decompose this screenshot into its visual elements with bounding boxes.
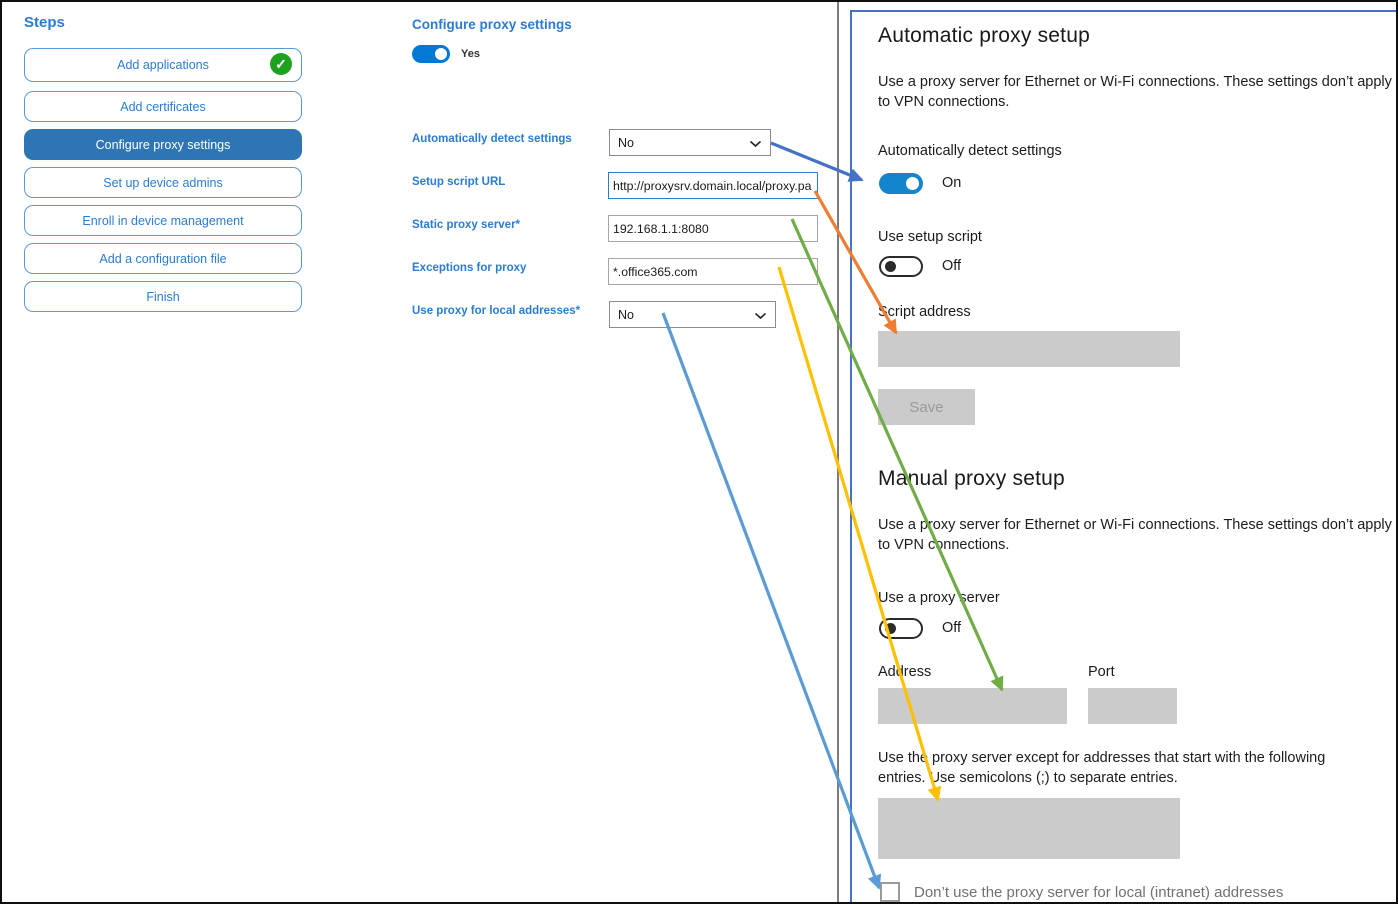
setup-script-toggle-state: Off [942, 258, 962, 274]
save-button: Save [878, 389, 975, 425]
proxy-server-toggle-state: Off [942, 620, 962, 636]
manual-proxy-description: Use a proxy server for Ethernet or Wi-Fi… [878, 517, 1392, 553]
step-configure-proxy-settings[interactable]: Configure proxy settings [24, 129, 302, 160]
port-label: Port [1088, 664, 1115, 680]
toggle-knob [885, 623, 896, 634]
use-setup-script-label: Use setup script [878, 229, 982, 245]
chevron-down-icon [750, 141, 761, 147]
local-addresses-label: Use proxy for local addresses* [412, 305, 581, 317]
steps-title: Steps [24, 14, 65, 31]
address-field [878, 688, 1067, 724]
local-intranet-checkbox [880, 882, 900, 902]
configure-proxy-toggle-state: Yes [461, 48, 480, 60]
auto-detect-settings-label: Automatically detect settings [878, 143, 1062, 159]
step-set-up-device-admins[interactable]: Set up device admins [24, 167, 302, 198]
chevron-down-icon [755, 313, 766, 319]
step-add-a-configuration-file[interactable]: Add a configuration file [24, 243, 302, 274]
step-label: Configure proxy settings [95, 137, 231, 152]
setup-script-toggle[interactable] [879, 256, 923, 277]
local-addresses-mapping-arrow [661, 312, 882, 890]
step-label: Add applications [117, 58, 209, 72]
script-address-label: Script address [878, 304, 971, 320]
step-label: Finish [146, 289, 180, 304]
manual-proxy-heading: Manual proxy setup [878, 467, 1065, 490]
step-label: Add a configuration file [99, 251, 227, 266]
page-title: Configure proxy settings [412, 17, 572, 32]
step-add-certificates[interactable]: Add certificates [24, 91, 302, 122]
auto-detect-select[interactable]: No [609, 129, 771, 156]
toggle-knob [435, 48, 447, 60]
proxy-server-toggle[interactable] [879, 618, 923, 639]
step-label: Enroll in device management [82, 213, 244, 228]
exceptions-description: Use the proxy server except for addresse… [878, 750, 1326, 786]
toggle-knob [906, 177, 919, 190]
panel-divider [837, 2, 839, 902]
local-addresses-select[interactable]: No [609, 301, 776, 328]
completed-check-icon: ✓ [270, 53, 292, 75]
proxy-exceptions-input[interactable] [608, 258, 818, 285]
exceptions-field [878, 798, 1180, 859]
script-address-field [878, 331, 1180, 367]
step-label: Set up device admins [103, 175, 223, 190]
use-proxy-server-label: Use a proxy server [878, 590, 1000, 606]
step-finish[interactable]: Finish [24, 281, 302, 312]
static-proxy-input[interactable] [608, 215, 818, 242]
auto-detect-label: Automatically detect settings [412, 133, 572, 145]
selected-value: No [618, 135, 634, 150]
setup-script-url-input[interactable] [608, 172, 818, 199]
step-enroll-in-device-management[interactable]: Enroll in device management [24, 205, 302, 236]
local-intranet-checkbox-label: Don’t use the proxy server for local (in… [914, 884, 1284, 901]
address-label: Address [878, 664, 932, 680]
toggle-knob [885, 261, 896, 272]
automatic-proxy-heading: Automatic proxy setup [878, 24, 1090, 47]
step-add-applications[interactable]: Add applications ✓ [24, 48, 302, 82]
setup-script-url-label: Setup script URL [412, 176, 506, 188]
automatic-proxy-description: Use a proxy server for Ethernet or Wi-Fi… [878, 74, 1392, 110]
auto-detect-toggle[interactable] [879, 173, 923, 194]
selected-value: No [618, 307, 634, 322]
proxy-exceptions-label: Exceptions for proxy [412, 262, 527, 274]
configure-proxy-toggle[interactable] [412, 45, 450, 63]
port-field [1088, 688, 1177, 724]
auto-detect-toggle-state: On [942, 175, 962, 191]
static-proxy-label: Static proxy server* [412, 219, 521, 231]
step-label: Add certificates [120, 99, 206, 114]
